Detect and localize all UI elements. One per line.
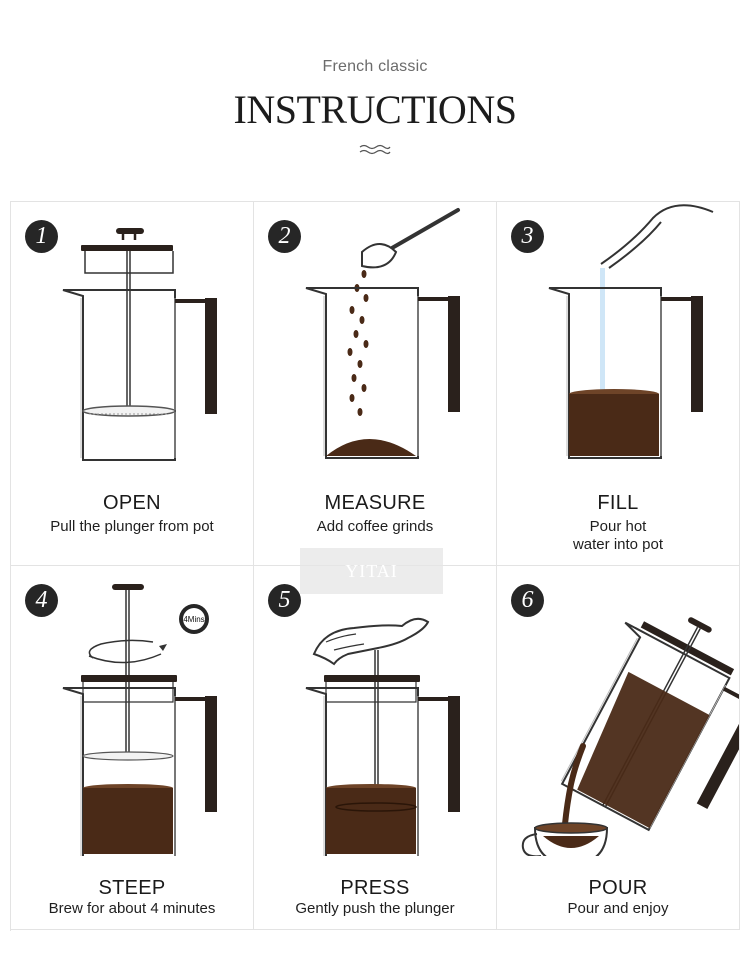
step-description: Gently push the plunger [295, 900, 455, 917]
tilted-press [560, 617, 739, 832]
step-5: 5 PRESS Gently push the plunger [254, 566, 497, 930]
step-number-badge: 6 [511, 584, 544, 617]
step-description: Pull the plunger from pot [50, 518, 214, 535]
mesh-filter [335, 802, 417, 812]
step-title: OPEN [103, 492, 161, 514]
handle [205, 298, 217, 414]
wave-ornament-icon [359, 144, 391, 155]
pour-stream [562, 743, 586, 827]
step-title: PRESS [340, 877, 410, 899]
coffee-liquid [326, 788, 416, 854]
step-title: STEEP [98, 877, 166, 899]
press-measure-illustration [305, 208, 460, 459]
spoon-handle [390, 208, 460, 250]
step-description: Brew for about 4 minutes [48, 900, 216, 917]
step-number-badge: 5 [268, 584, 301, 617]
beaker-outline [305, 687, 419, 856]
beaker-outline [548, 287, 662, 459]
falling-grounds [347, 270, 369, 416]
header: French classic INSTRUCTIONS [0, 0, 750, 200]
step-number-badge: 1 [25, 220, 58, 253]
plunger-knob [112, 584, 144, 590]
page-title: INSTRUCTIONS [233, 87, 517, 132]
water-stream [600, 268, 605, 392]
step-description: Pour hot water into pot [572, 518, 664, 553]
hand-icon [312, 617, 430, 666]
step-description: Add coffee grinds [316, 518, 434, 535]
step-description: Pour and enjoy [567, 900, 669, 917]
beaker-outline [62, 687, 176, 856]
instructions-grid: 1 OPEN Pull the plunger from pot 2 [10, 201, 740, 931]
lid-plate [81, 245, 173, 251]
handle [691, 296, 703, 412]
timer-label: 4Mins [183, 615, 204, 624]
step-3: 3 FILL Pour hot water into pot [497, 202, 740, 566]
step-1: 1 OPEN Pull the plunger from pot [11, 202, 254, 566]
lid-plate [324, 675, 420, 682]
step-title: FILL [597, 492, 639, 514]
step-number-badge: 3 [511, 220, 544, 253]
beaker-outline [62, 289, 176, 461]
coffee-liquid [569, 394, 659, 456]
lid-plate [81, 675, 177, 682]
step-2: 2 MEASURE Add coffee [254, 202, 497, 566]
handle [448, 696, 460, 812]
step-4: 4 4Mins [11, 566, 254, 930]
press-fill-illustration [548, 204, 714, 459]
step-title: POUR [588, 877, 648, 899]
handle [205, 696, 217, 812]
press-steep-illustration: 4Mins [62, 584, 217, 856]
handle [448, 296, 460, 412]
step-number-badge: 4 [25, 584, 58, 617]
rotation-arrow-icon [88, 653, 162, 664]
press-open-illustration [62, 228, 217, 461]
step-number-badge: 2 [268, 220, 301, 253]
subtitle: French classic [322, 58, 428, 75]
press-press-illustration [305, 617, 460, 856]
grounds-pile [326, 439, 416, 456]
beaker-outline [305, 287, 419, 459]
coffee-liquid [83, 788, 173, 854]
step-6: 6 POUR Pour and enjoy [497, 566, 740, 930]
kettle-spout [600, 204, 714, 265]
step-title: MEASURE [324, 492, 426, 514]
spoon-scoop [361, 243, 398, 269]
watermark: YITAI [300, 548, 443, 594]
press-pour-illustration [521, 617, 739, 856]
